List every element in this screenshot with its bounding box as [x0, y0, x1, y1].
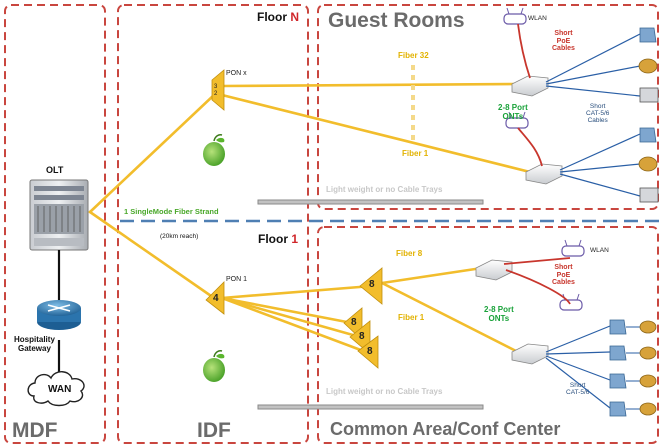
phone-icon [609, 401, 627, 417]
pon-1-label: PON 1 [226, 276, 248, 283]
printer-icon [639, 187, 659, 203]
guest-wlan-label: WLAN [528, 15, 547, 22]
splitter-icon [205, 281, 225, 315]
common-tray-label: Light weight or no Cable Trays [326, 387, 443, 396]
floor-1-prefix: Floor [258, 232, 292, 246]
guest-rooms-title: Guest Rooms [328, 9, 465, 32]
olt-label: OLT [46, 165, 64, 175]
camera-icon [639, 374, 657, 388]
ont-icon [511, 343, 549, 365]
camera-icon [639, 320, 657, 334]
cloud-icon [27, 371, 85, 407]
splitter-32-label: 3 2 [214, 84, 218, 97]
router-icon [37, 300, 81, 330]
floor-n-label: Floor N [257, 11, 299, 23]
phone-icon [639, 127, 657, 143]
stack-splitter-label: 8 [359, 331, 365, 342]
cat-cables [545, 33, 641, 409]
phone-icon [639, 27, 657, 43]
common-area-title: Common Area/Conf Center [330, 419, 561, 439]
poe-cables [503, 23, 571, 305]
mdf-title: MDF [12, 419, 58, 442]
guest-poe-label: Short PoE Cables [552, 30, 575, 53]
green-apple-icon [203, 350, 225, 382]
floor-n-prefix: Floor [257, 10, 291, 24]
floor-n-suffix: N [290, 10, 299, 24]
floor-1-label: Floor 1 [258, 233, 298, 245]
common-wlan-label: WLAN [590, 247, 609, 254]
splitter-4-label: 4 [213, 293, 219, 304]
pon-x-label: PON x [226, 70, 247, 77]
device-links [626, 326, 640, 410]
splitter-icon [211, 69, 225, 111]
camera-icon [638, 58, 658, 74]
splitter-8-label: 8 [369, 279, 375, 290]
guest-fiber-top-label: Fiber 32 [398, 51, 429, 60]
ont-icon [525, 163, 563, 185]
floor-1-suffix: 1 [291, 232, 299, 246]
stack-splitter-label: 8 [351, 317, 357, 328]
common-cat-label: Short CAT-5/6 [566, 382, 590, 397]
wlan-ap-icon [561, 239, 585, 257]
fiber-strand-label: 1 SingleMode Fiber Strand [124, 207, 219, 216]
splitter-icon [359, 267, 383, 305]
camera-icon [639, 346, 657, 360]
green-apple-icon [203, 134, 225, 166]
wlan-ap-icon [505, 111, 529, 129]
common-ont-label: 2-8 Port ONTs [484, 305, 514, 323]
camera-icon [639, 402, 657, 416]
olt-rack-icon [29, 179, 89, 251]
splitter-icon [343, 307, 379, 369]
printer-icon [639, 87, 659, 103]
wan-label: WAN [48, 384, 72, 395]
fiber-reach-label: (20km reach) [160, 233, 199, 240]
cable-tray-icon [257, 199, 484, 410]
common-fiber-bottom-label: Fiber 1 [398, 313, 425, 322]
guest-cat-label: Short CAT-5/6 Cables [586, 103, 610, 125]
idf-title: IDF [197, 419, 231, 442]
guest-ont-label: 2-8 Port ONTs [498, 103, 528, 121]
mdf-zone-border [4, 4, 106, 444]
camera-icon [638, 156, 658, 172]
phone-icon [609, 319, 627, 335]
common-poe-label: Short PoE Cables [552, 264, 575, 287]
common-fiber-top-label: Fiber 8 [396, 249, 423, 258]
zone-borders [4, 4, 659, 444]
guest-rooms-zone-border [317, 4, 659, 210]
stack-splitter-label: 8 [367, 346, 373, 357]
gateway-label: Hospitality Gateway [14, 335, 55, 354]
fiber-lines [88, 82, 532, 354]
guest-fiber-bottom-label: Fiber 1 [402, 149, 429, 158]
wlan-ap-icon [559, 293, 583, 311]
phone-icon [609, 345, 627, 361]
ont-icon [511, 75, 549, 97]
phone-icon [609, 373, 627, 389]
wlan-ap-icon [503, 7, 527, 25]
guest-tray-label: Light weight or no Cable Trays [326, 185, 443, 194]
